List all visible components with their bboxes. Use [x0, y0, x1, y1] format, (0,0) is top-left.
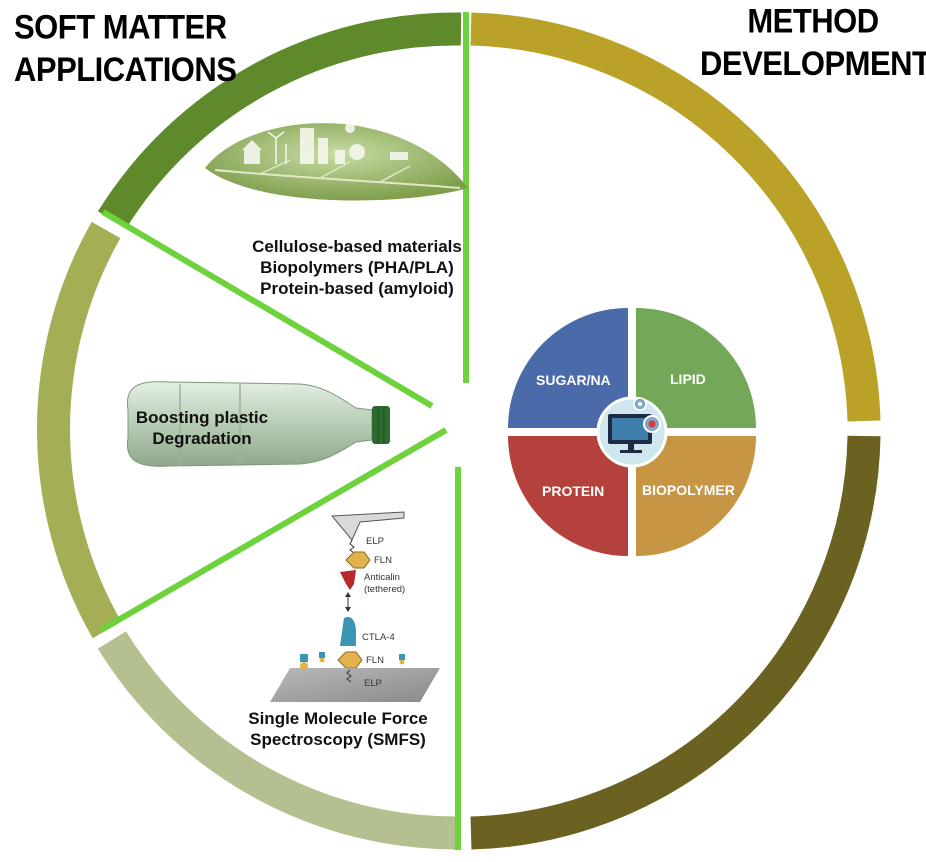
divider-lines	[99, 12, 469, 850]
label-anticalin-tethered: (tethered)	[364, 584, 405, 595]
materials-line3: Protein-based (amyloid)	[260, 279, 454, 298]
fln-domain-bottom	[337, 651, 363, 669]
heading-method-development: METHOD DEVELOPMENT	[700, 0, 926, 85]
label-ctla4: CTLA-4	[362, 632, 395, 643]
outer-ring	[37, 12, 881, 850]
materials-line1: Cellulose-based materials	[252, 237, 462, 256]
method-quadrants: SUGAR/NA LIPID PROTEIN BIOPOLYMER	[508, 308, 756, 556]
smfs-schematic: ELP FLN Anticalin (tethered) CTLA-4 FLN …	[270, 511, 440, 702]
plastic-bottle-illustration	[126, 381, 390, 467]
heading-method-line2: DEVELOPMENT	[700, 43, 926, 83]
materials-line2: Biopolymers (PHA/PLA)	[260, 258, 454, 277]
afm-cantilever	[330, 511, 405, 541]
smfs-line1: Single Molecule Force	[248, 709, 428, 728]
quadrant-biopolymer	[636, 436, 756, 556]
quadrant-protein	[508, 436, 628, 556]
anticalin-shape	[340, 570, 356, 590]
label-elp-bottom: ELP	[364, 678, 382, 689]
leaf-illustration	[205, 123, 468, 201]
divider-upper-diagonal	[101, 209, 434, 409]
quadrant-sugar-na	[508, 308, 628, 428]
substrate-plate	[270, 668, 440, 702]
heading-soft-matter-line1: SOFT MATTER	[14, 7, 227, 47]
ring-segment-method-top	[470, 12, 881, 422]
smfs-caption: Single Molecule Force Spectroscopy (SMFS…	[238, 708, 438, 750]
quadrant-label-protein: PROTEIN	[542, 483, 604, 499]
ring-segment-smfs	[97, 631, 460, 850]
heading-method-line1: METHOD	[747, 1, 879, 41]
plastic-line2: Degradation	[152, 429, 252, 448]
ring-segment-materials	[97, 12, 462, 229]
plastic-caption: Boosting plastic Degradation	[132, 407, 272, 449]
divider-lower-diagonal	[99, 427, 448, 633]
quadrant-label-lipid: LIPID	[670, 371, 706, 387]
quadrant-label-sugar-na: SUGAR/NA	[536, 372, 611, 388]
materials-caption: Cellulose-based materials Biopolymers (P…	[242, 236, 472, 299]
ring-segment-method-bottom	[470, 435, 881, 850]
label-anticalin: Anticalin	[364, 572, 400, 583]
heading-soft-matter: SOFT MATTER APPLICATIONS	[14, 6, 237, 91]
ring-segment-plastic	[37, 221, 122, 639]
quadrant-lipid	[636, 308, 756, 428]
quadrant-label-biopolymer: BIOPOLYMER	[642, 482, 735, 498]
ctla4-shape	[340, 616, 356, 646]
smfs-line2: Spectroscopy (SMFS)	[250, 730, 426, 749]
label-fln-bottom: FLN	[366, 655, 384, 666]
computer-gear-icon	[596, 396, 668, 468]
plastic-line1: Boosting plastic	[135, 408, 269, 427]
label-fln-top: FLN	[374, 555, 392, 566]
label-elp-top: ELP	[366, 536, 384, 547]
heading-soft-matter-line2: APPLICATIONS	[14, 49, 237, 89]
fln-domain-top	[345, 551, 371, 569]
